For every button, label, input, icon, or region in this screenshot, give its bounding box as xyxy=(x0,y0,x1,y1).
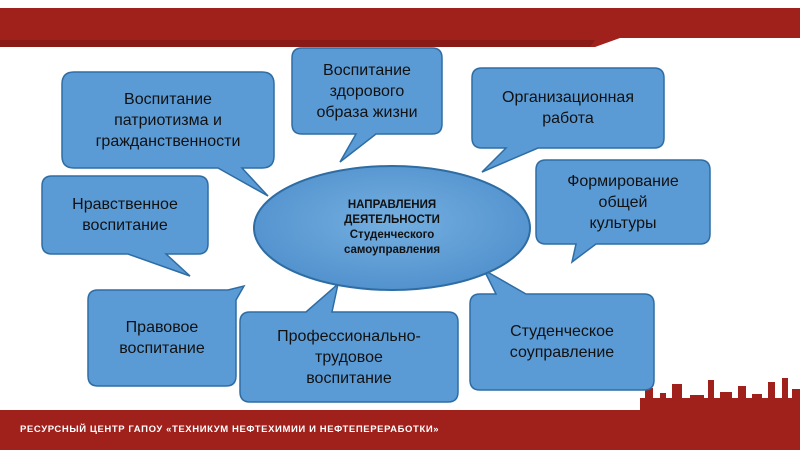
bubble-professional xyxy=(239,281,459,403)
bubble-culture-label: Формирование общей культуры xyxy=(567,172,679,232)
bubble-patriotic-label: Воспитание патриотизма и гражданственнос… xyxy=(95,90,241,150)
bubble-healthy xyxy=(291,47,443,163)
bubble-co-governance xyxy=(469,268,655,391)
bubble-organizational xyxy=(471,67,665,173)
bottom-red-band xyxy=(0,410,800,450)
bubble-organizational-label: Организационная работа xyxy=(502,89,634,127)
bubble-legal xyxy=(87,284,246,387)
bubble-culture xyxy=(535,159,711,264)
center-label: НАПРАВЛЕНИЯ ДЕЯТЕЛЬНОСТИ Студенческого с… xyxy=(343,199,441,256)
footer-caption: РЕСУРСНЫЙ ЦЕНТР ГАПОУ «ТЕХНИКУМ НЕФТЕХИМ… xyxy=(20,424,440,435)
bubble-patriotic xyxy=(61,71,275,197)
bubble-moral-label: Нравственное воспитание xyxy=(72,196,178,234)
bubble-professional-label: Профессионально- трудовое воспитание xyxy=(277,327,421,387)
bubble-co-governance-label: Студенческое соуправление xyxy=(509,323,615,361)
bubble-moral xyxy=(41,175,209,277)
top-red-band xyxy=(0,8,800,47)
bubble-legal-label: Правовое воспитание xyxy=(119,319,205,357)
center-ellipse xyxy=(253,165,531,291)
bubble-healthy-label: Воспитание здорового образа жизни xyxy=(316,61,418,121)
factory-skyline-icon xyxy=(640,378,800,412)
